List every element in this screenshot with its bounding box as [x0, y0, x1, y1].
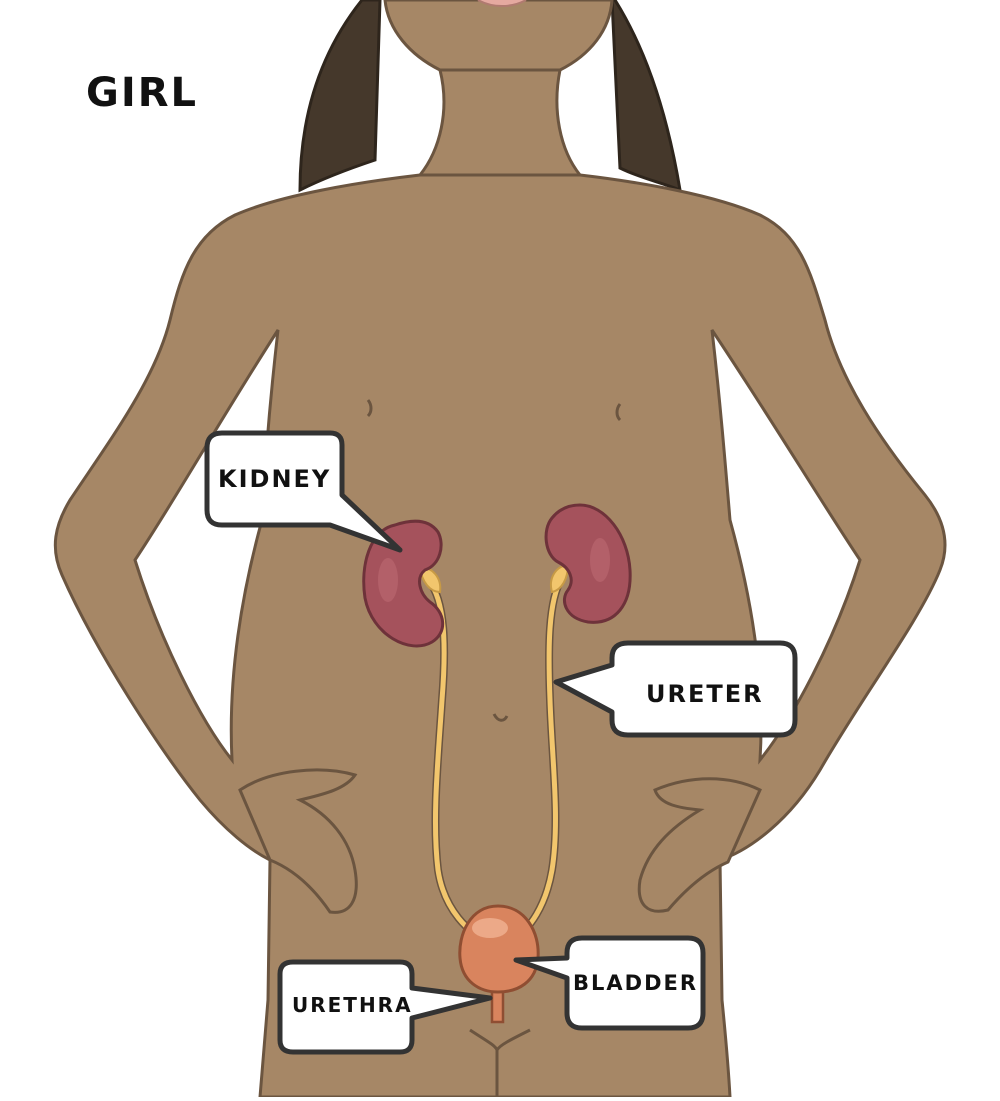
bladder-highlight	[472, 918, 508, 938]
hair-right	[610, 0, 682, 193]
renal-pelvis-left	[418, 566, 442, 594]
left-hand	[238, 768, 358, 914]
kidney-right-organ	[544, 503, 632, 624]
navel	[492, 713, 509, 722]
neck	[416, 68, 584, 177]
kidney-callout	[204, 430, 403, 553]
renal-pelvis-right	[550, 563, 570, 594]
ureter-callout	[553, 640, 798, 738]
bladder-label: BLADDER	[573, 971, 698, 995]
head	[383, 0, 614, 81]
kidney-left-highlight	[378, 558, 398, 602]
right-hand	[637, 777, 762, 913]
page-title: GIRL	[86, 70, 199, 116]
ureter-label: URETER	[646, 680, 764, 708]
hair-left	[298, 0, 382, 193]
ureter-right-fill	[510, 576, 565, 943]
mouth	[477, 0, 527, 7]
kidney-right-highlight	[590, 538, 610, 582]
urethra-callout	[277, 959, 493, 1055]
kidney-left-organ	[362, 519, 445, 648]
right-arm-gap	[710, 329, 862, 765]
bladder-organ	[458, 904, 540, 994]
urethra-label: URETHRA	[292, 993, 413, 1017]
kidney-label: KIDNEY	[218, 465, 331, 493]
chest-mark-left	[366, 399, 373, 418]
chest-mark-right	[615, 403, 622, 422]
bladder-callout	[513, 935, 706, 1031]
